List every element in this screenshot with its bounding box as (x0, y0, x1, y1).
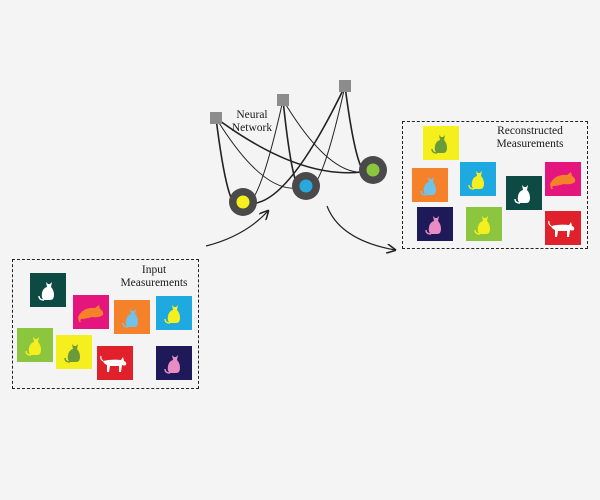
network-label-line1: Neural (236, 109, 268, 121)
cat-lying-icon (73, 295, 109, 329)
input-measurement-tile (56, 335, 92, 369)
output-label-line1: Reconstructed (497, 125, 563, 137)
green-node (359, 156, 387, 184)
reconstructed-measurement-tile (417, 207, 453, 241)
cat-sitting-icon (460, 162, 496, 196)
reconstructed-measurement-tile (545, 162, 581, 196)
input-label-line1: Input (141, 264, 167, 276)
reconstructed-measurements-panel (402, 121, 588, 249)
input-measurement-tile (156, 296, 192, 330)
blue-node (292, 172, 320, 200)
output-panel-label: Reconstructed Measurements (478, 125, 582, 151)
input-measurement-tile (73, 295, 109, 329)
output-label-line2: Measurements (496, 138, 564, 150)
cat-sitting-icon (506, 176, 542, 210)
cat-sitting-icon (423, 126, 459, 160)
cat-walking-icon (545, 211, 581, 245)
input-square-node (210, 112, 222, 124)
network-label-line2: Network (231, 122, 273, 134)
input-square-node (339, 80, 351, 92)
cat-sitting-icon (412, 168, 448, 202)
cat-sitting-icon (417, 207, 453, 241)
cat-lying-icon (545, 162, 581, 196)
reconstructed-measurement-tile (545, 211, 581, 245)
input-measurement-tile (156, 346, 192, 380)
cat-sitting-icon (156, 346, 192, 380)
input-label-line2: Measurements (120, 277, 188, 289)
input-square-node (277, 94, 289, 106)
input-measurement-tile (97, 346, 133, 380)
cat-sitting-icon (156, 296, 192, 330)
yellow-node (229, 188, 257, 216)
input-measurement-tile (30, 273, 66, 307)
reconstructed-measurement-tile (423, 126, 459, 160)
cat-sitting-icon (466, 207, 502, 241)
reconstructed-measurement-tile (412, 168, 448, 202)
reconstructed-measurement-tile (466, 207, 502, 241)
cat-walking-icon (97, 346, 133, 380)
input-to-network-arrow (205, 211, 268, 247)
reconstructed-measurement-tile (460, 162, 496, 196)
input-panel-label: Input Measurements (104, 264, 204, 290)
network-to-output-arrow (326, 205, 395, 250)
cat-sitting-icon (17, 328, 53, 362)
input-measurements-panel (12, 259, 199, 389)
input-measurement-tile (17, 328, 53, 362)
cat-sitting-icon (56, 335, 92, 369)
cat-sitting-icon (114, 300, 150, 334)
cat-sitting-icon (30, 273, 66, 307)
reconstructed-measurement-tile (506, 176, 542, 210)
input-measurement-tile (114, 300, 150, 334)
network-label: Neural Network (222, 109, 282, 135)
